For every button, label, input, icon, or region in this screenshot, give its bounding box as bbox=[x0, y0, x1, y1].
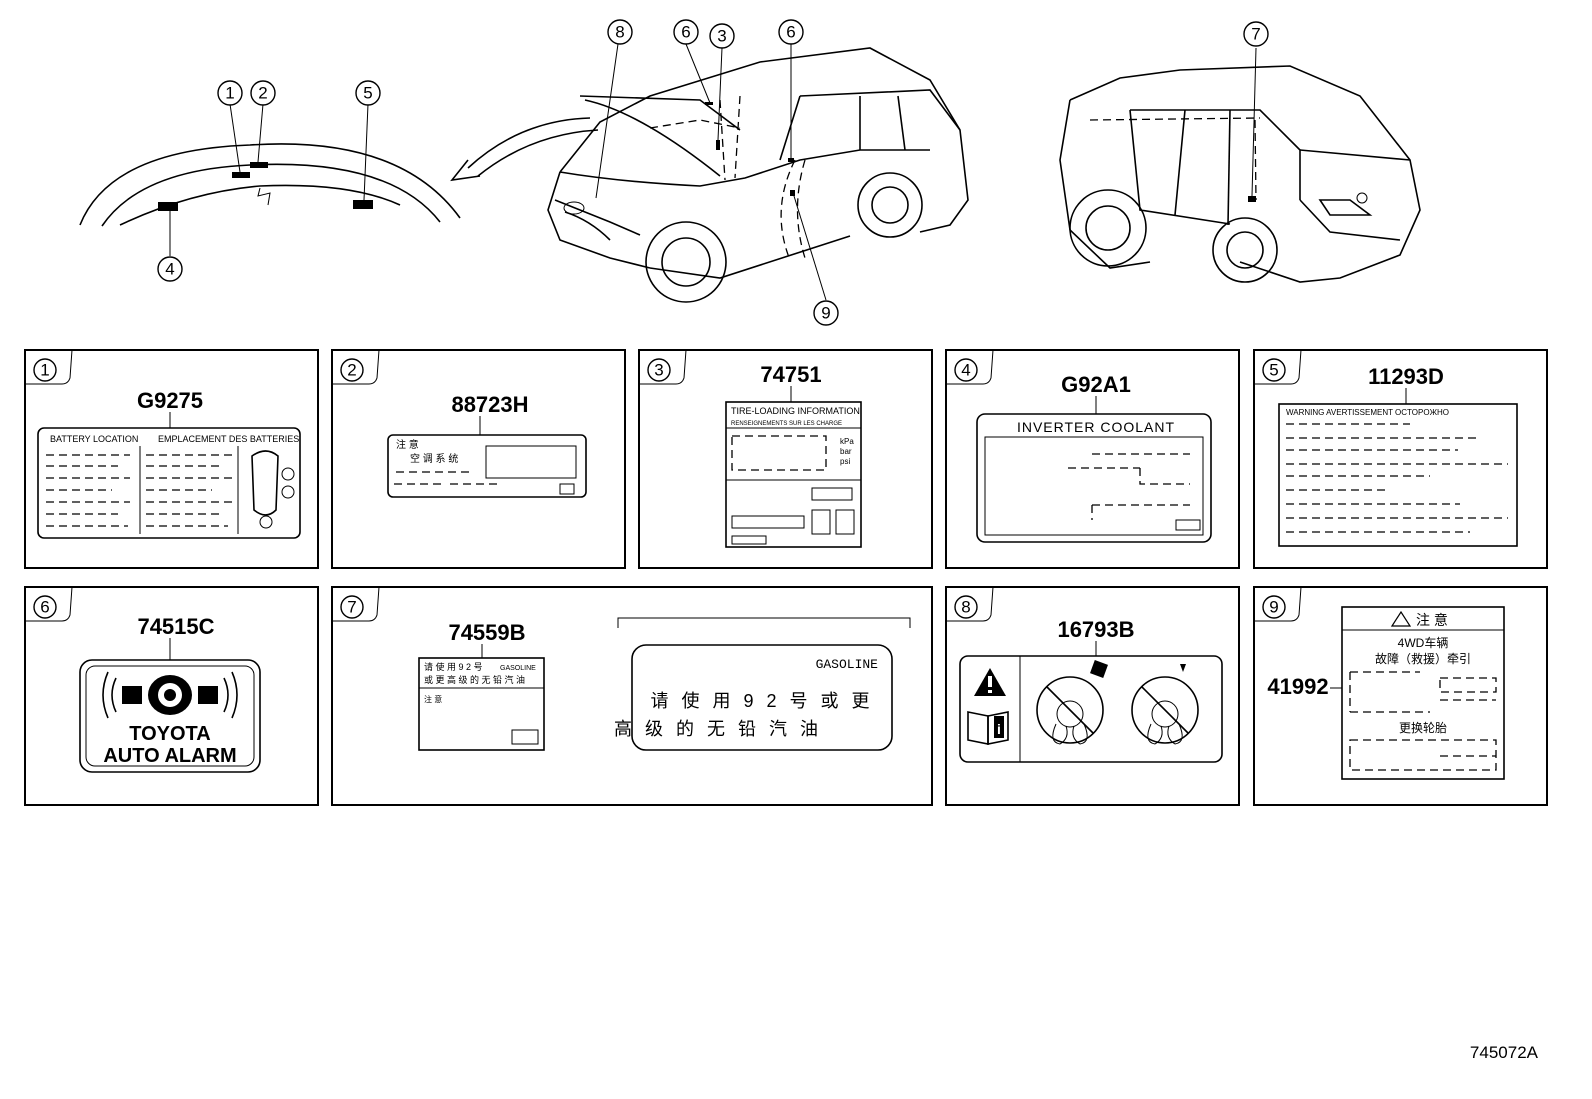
svg-text:注 意: 注 意 bbox=[1416, 612, 1448, 628]
svg-text:kPa: kPa bbox=[840, 437, 854, 446]
svg-text:BATTERY LOCATION: BATTERY LOCATION bbox=[50, 434, 138, 444]
svg-text:4WD车辆: 4WD车辆 bbox=[1398, 635, 1449, 650]
svg-text:7: 7 bbox=[347, 598, 356, 617]
svg-text:INVERTER COOLANT: INVERTER COOLANT bbox=[1017, 419, 1175, 435]
svg-text:空 调 系 统: 空 调 系 统 bbox=[410, 452, 458, 465]
warning-triangle-icon bbox=[974, 668, 1006, 696]
svg-text:4: 4 bbox=[165, 260, 174, 279]
callout-9: 9 bbox=[813, 300, 839, 326]
panel-8: 8 16793B i bbox=[945, 586, 1240, 806]
callout-1: 1 bbox=[217, 80, 243, 106]
panel-6: 6 74515C TOYOTA AUTO ALARM bbox=[24, 586, 319, 806]
direction-arrow bbox=[450, 117, 599, 182]
svg-text:G9275: G9275 bbox=[137, 388, 203, 413]
svg-text:74515C: 74515C bbox=[137, 614, 214, 639]
svg-text:74559B: 74559B bbox=[448, 620, 525, 645]
svg-text:2: 2 bbox=[258, 84, 267, 103]
svg-text:74751: 74751 bbox=[760, 362, 821, 387]
svg-text:11293D: 11293D bbox=[1368, 364, 1444, 389]
callout-7: 7 bbox=[1243, 21, 1269, 47]
svg-text:请 使 用 9 2 号: 请 使 用 9 2 号 bbox=[424, 661, 483, 672]
callout-6-door: 6 bbox=[778, 19, 804, 45]
svg-text:3: 3 bbox=[654, 361, 663, 380]
svg-text:1: 1 bbox=[225, 84, 234, 103]
callout-4: 4 bbox=[157, 256, 183, 282]
svg-text:1: 1 bbox=[40, 361, 49, 380]
svg-text:4: 4 bbox=[961, 361, 970, 380]
manual-book-icon: i bbox=[967, 711, 1009, 745]
svg-text:请 使 用 9 2 号 或 更: 请 使 用 9 2 号 或 更 bbox=[650, 691, 873, 711]
no-fan-hand-icon bbox=[1036, 660, 1108, 745]
no-fan-tool-icon bbox=[1131, 664, 1199, 745]
svg-text:9: 9 bbox=[1269, 598, 1278, 617]
svg-text:GASOLINE: GASOLINE bbox=[816, 657, 879, 672]
alarm-icon bbox=[102, 671, 238, 719]
svg-text:3: 3 bbox=[717, 27, 726, 46]
callout-6-hood: 6 bbox=[673, 19, 699, 45]
callout-3: 3 bbox=[709, 23, 735, 49]
svg-text:更换轮胎: 更换轮胎 bbox=[1399, 721, 1447, 735]
svg-text:6: 6 bbox=[40, 598, 49, 617]
callout-2: 2 bbox=[250, 80, 276, 106]
svg-text:5: 5 bbox=[1269, 361, 1278, 380]
svg-text:EMPLACEMENT DES BATTERIES: EMPLACEMENT DES BATTERIES bbox=[158, 434, 299, 444]
svg-text:2: 2 bbox=[347, 361, 356, 380]
svg-text:88723H: 88723H bbox=[451, 392, 528, 417]
svg-text:TOYOTA: TOYOTA bbox=[129, 723, 210, 745]
hood-underside-view bbox=[79, 103, 461, 256]
panel-7: 7 74559B 请 使 用 9 2 号 GASOLINE 或 更 高 级 的 … bbox=[331, 586, 933, 806]
callout-5: 5 bbox=[355, 80, 381, 106]
svg-text:psi: psi bbox=[840, 457, 850, 466]
svg-text:6: 6 bbox=[786, 23, 795, 42]
panel-2: 2 88723H 注 意 空 调 系 统 bbox=[331, 349, 626, 569]
panel-1: 1 G9275 BATTERY LOCATION EMPLACEMENT DES… bbox=[24, 349, 319, 569]
svg-text:8: 8 bbox=[615, 23, 624, 42]
svg-text:5: 5 bbox=[363, 84, 372, 103]
svg-text:AUTO ALARM: AUTO ALARM bbox=[103, 745, 236, 767]
svg-text:7: 7 bbox=[1251, 25, 1260, 44]
svg-text:RENSEIGNEMENTS SUR LES CHARGE: RENSEIGNEMENTS SUR LES CHARGE bbox=[731, 421, 842, 427]
svg-text:41992: 41992 bbox=[1267, 674, 1328, 699]
svg-text:8: 8 bbox=[961, 598, 970, 617]
svg-text:bar: bar bbox=[840, 447, 852, 456]
panel-5: 5 11293D WARNING AVERTISSEMENT OCTOPOЖНО bbox=[1253, 349, 1548, 569]
svg-text:注 意: 注 意 bbox=[424, 694, 442, 704]
vehicle-front-view bbox=[547, 43, 969, 303]
svg-text:高 级 的 无 铅 汽 油: 高 级 的 无 铅 汽 油 bbox=[614, 719, 822, 739]
svg-text:16793B: 16793B bbox=[1057, 617, 1134, 642]
svg-text:WARNING AVERTISSEMENT OCTOPOЖН: WARNING AVERTISSEMENT OCTOPOЖНО bbox=[1286, 408, 1449, 417]
svg-text:或 更 高 级 的 无 铅 汽 油: 或 更 高 级 的 无 铅 汽 油 bbox=[424, 674, 525, 685]
figure-code: 745072A bbox=[1470, 1043, 1539, 1062]
svg-text:i: i bbox=[997, 721, 1001, 737]
svg-text:GASOLINE: GASOLINE bbox=[500, 665, 536, 672]
panel-4: 4 G92A1 INVERTER COOLANT bbox=[945, 349, 1240, 569]
svg-text:故障（救援）牵引: 故障（救援）牵引 bbox=[1375, 651, 1471, 666]
panel-9: 9 41992 注 意 4WD车辆 故障（救援）牵引 更换轮胎 bbox=[1253, 586, 1548, 806]
vehicle-rear-view bbox=[1059, 47, 1421, 283]
svg-text:9: 9 bbox=[821, 304, 830, 323]
panel-3: 3 74751 TIRE-LOADING INFORMATION RENSEIG… bbox=[638, 349, 933, 569]
callout-8: 8 bbox=[607, 19, 633, 45]
svg-text:G92A1: G92A1 bbox=[1061, 372, 1131, 397]
svg-text:注 意: 注 意 bbox=[396, 438, 419, 451]
svg-text:TIRE-LOADING INFORMATION: TIRE-LOADING INFORMATION bbox=[731, 406, 860, 416]
svg-text:6: 6 bbox=[681, 23, 690, 42]
